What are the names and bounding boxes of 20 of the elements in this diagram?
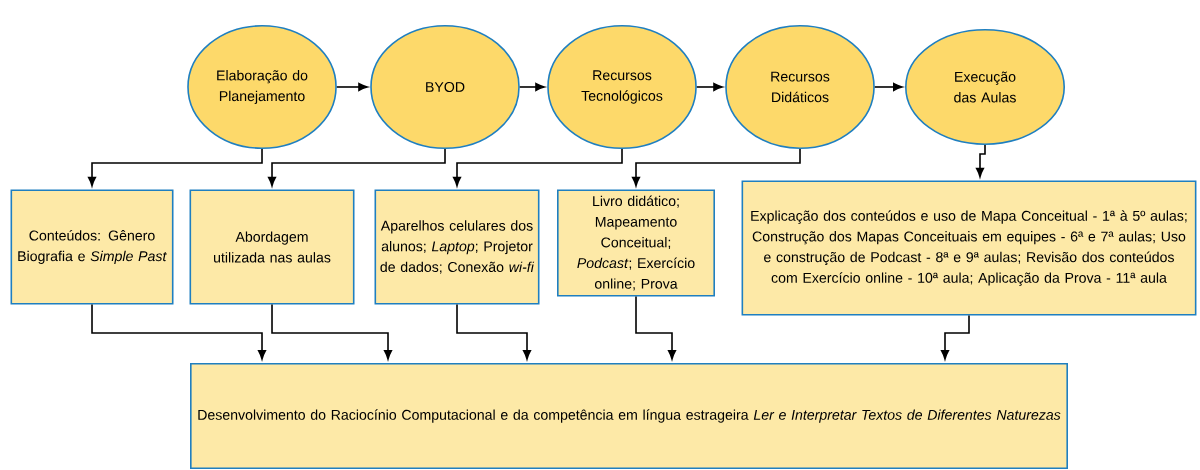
arrow [874, 82, 903, 92]
arrow [519, 82, 545, 92]
arrow [635, 295, 677, 360]
arrow [91, 303, 267, 360]
process-box: Conteúdos: Gênero Biografia e Simple Past [10, 189, 174, 305]
process-box: Abordagem utilizada nas aulas [189, 189, 355, 305]
arrow [631, 148, 801, 187]
arrow [696, 82, 723, 92]
arrow [271, 303, 393, 360]
process-box: Desenvolvimento do Raciocínio Computacional e da competência em língua estrageira Ler e Interpretar Textos de Diferentes Naturezas [190, 363, 1068, 469]
arrow [456, 303, 532, 360]
process-box: Aparelhos celulares dos alunos; Laptop; Projetor de dados; Conexão wi-fi [374, 189, 540, 305]
arrow [267, 148, 446, 187]
arrow [336, 82, 368, 92]
process-box: Explicação dos conteúdos e uso de Mapa Conceitual - 1ª à 5º aulas; Construção dos Mapas Conceituais em equipes - 6ª e 7ª aulas; Uso e construção de Podcast - 8ª e 9ª aulas; Revisão dos conteúdos com Exercício online - 10ª aula; Aplicação da Prova - 11ª aula [741, 180, 1197, 316]
arrow [87, 148, 263, 187]
arrow [975, 144, 986, 178]
arrow [940, 314, 970, 360]
arrow [452, 148, 623, 187]
process-box: Livro didático; Mapeamento Conceitual; Podcast; Exercício online; Prova [557, 189, 715, 297]
